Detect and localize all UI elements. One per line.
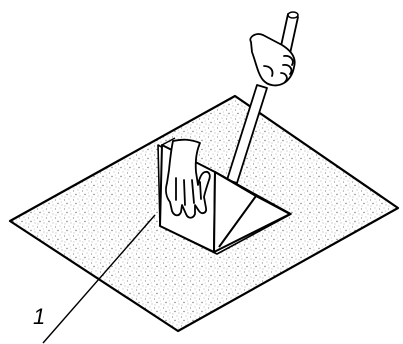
callout-label: 1 [33,306,45,328]
